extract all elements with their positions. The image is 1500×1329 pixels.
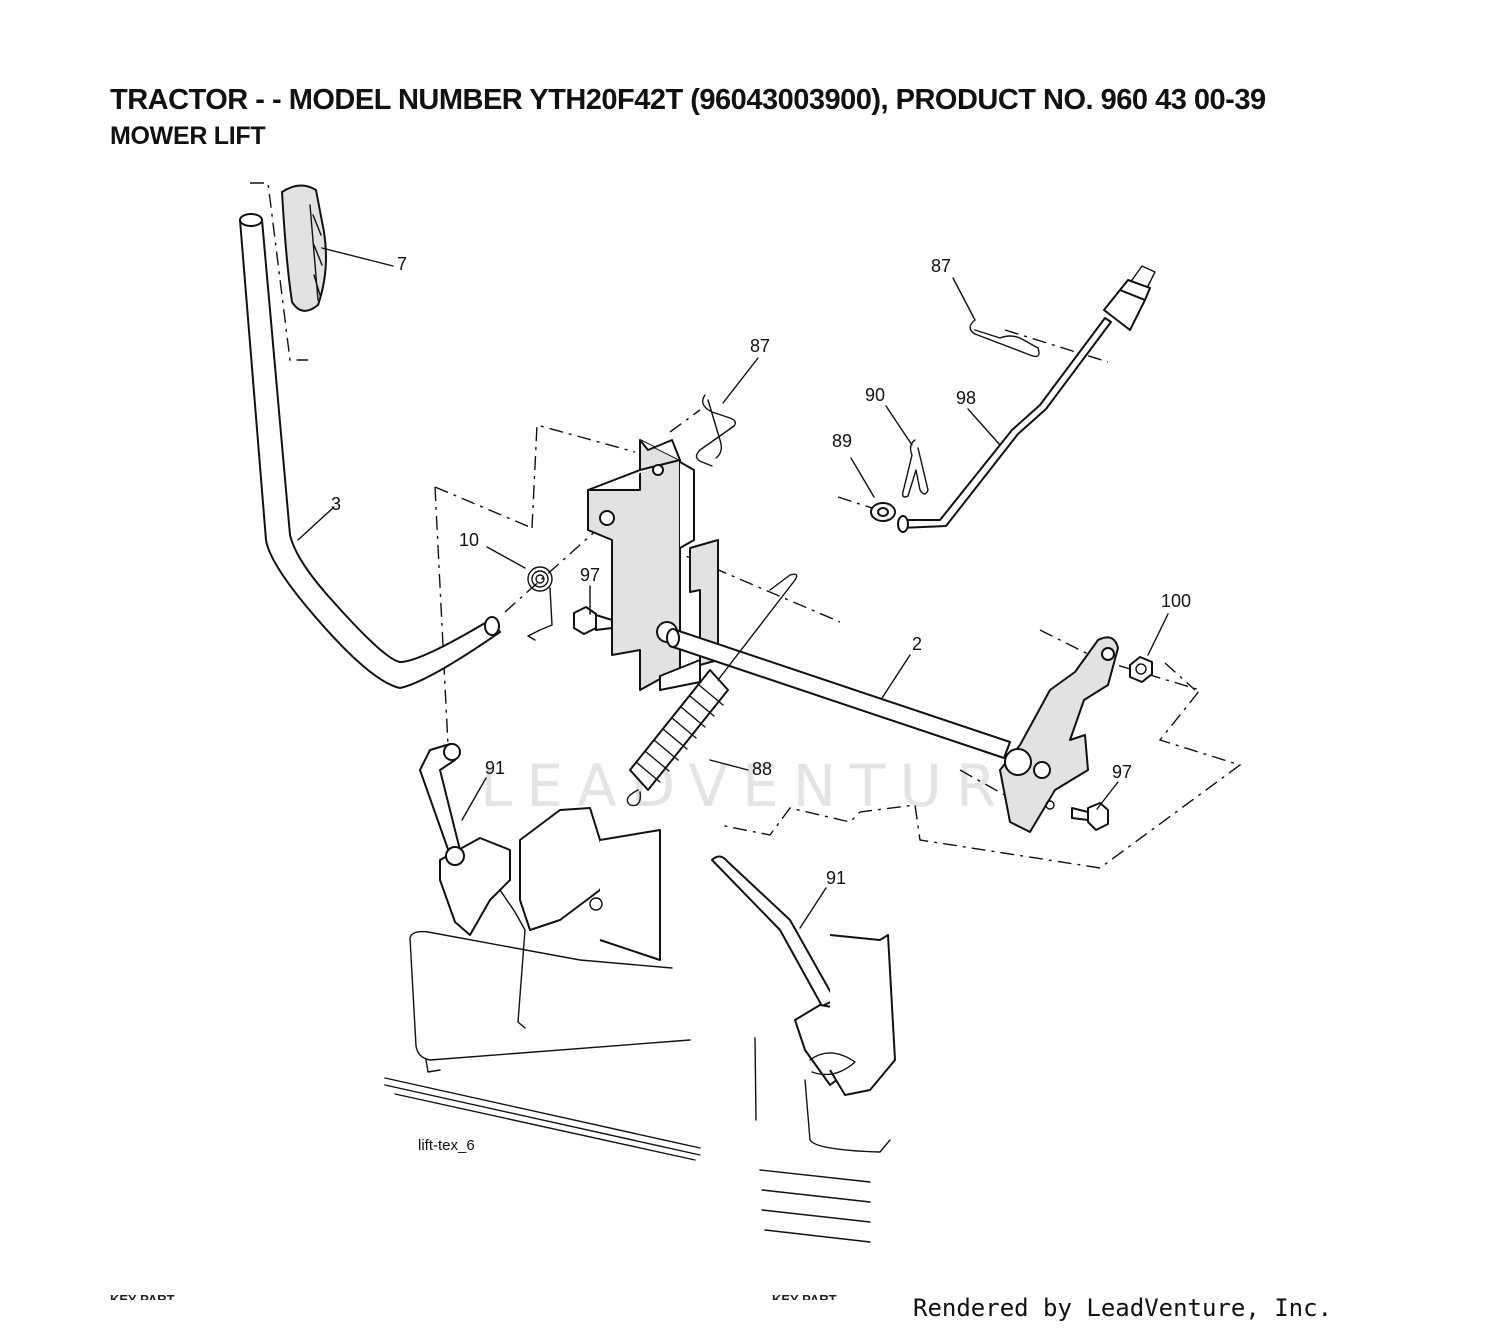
callout-87: 87 bbox=[750, 336, 770, 356]
lift-handle-grip bbox=[281, 184, 327, 312]
shoulder-bolt-left bbox=[573, 606, 613, 635]
callout-97: 97 bbox=[1112, 762, 1132, 782]
lift-arm-right bbox=[999, 636, 1119, 833]
callout-89: 89 bbox=[832, 431, 852, 451]
lift-bracket bbox=[587, 439, 719, 691]
callout-3: 3 bbox=[331, 494, 341, 514]
hairpin-cotter-upper bbox=[695, 394, 737, 467]
callout-91: 91 bbox=[826, 868, 846, 888]
figure-code: lift-tex_6 bbox=[418, 1137, 475, 1154]
callout-91: 91 bbox=[485, 758, 505, 778]
callout-90: 90 bbox=[865, 385, 885, 405]
lift-link-right bbox=[711, 855, 836, 1007]
assembly-lines bbox=[250, 182, 1242, 869]
callout-98: 98 bbox=[956, 388, 976, 408]
extension-spring bbox=[626, 573, 798, 807]
deck-hanger-right bbox=[794, 934, 896, 1096]
mower-deck-right bbox=[754, 1037, 891, 1243]
lock-nut bbox=[1129, 656, 1153, 683]
callout-leaders bbox=[297, 247, 1169, 929]
rendered-by-text: Rendered by LeadVenture, Inc. bbox=[913, 1294, 1333, 1322]
torsion-spring bbox=[527, 566, 553, 641]
callout-88: 88 bbox=[752, 759, 772, 779]
flat-washer bbox=[870, 502, 896, 522]
lift-lever bbox=[239, 213, 501, 689]
diagram-title: TRACTOR - - MODEL NUMBER YTH20F42T (9604… bbox=[110, 84, 1266, 116]
hairpin-cotter-right bbox=[969, 319, 1040, 358]
callout-87: 87 bbox=[931, 256, 951, 276]
diagram-subtitle: MOWER LIFT bbox=[110, 122, 266, 150]
key-part-header-right: KEY PART bbox=[772, 1292, 837, 1300]
callout-10: 10 bbox=[459, 530, 479, 550]
deck-hanger-left bbox=[439, 807, 661, 1029]
lift-shaft bbox=[666, 628, 1011, 759]
callout-100: 100 bbox=[1161, 591, 1191, 611]
callout-97: 97 bbox=[580, 565, 600, 585]
hairpin-cotter-small bbox=[901, 439, 929, 498]
adjustment-rod bbox=[897, 265, 1156, 533]
shoulder-bolt-right bbox=[1071, 802, 1109, 831]
callout-2: 2 bbox=[912, 634, 922, 654]
mower-deck-left bbox=[384, 930, 701, 1161]
key-part-header-left: KEY PART bbox=[110, 1292, 175, 1300]
callout-7: 7 bbox=[397, 254, 407, 274]
lift-link-left bbox=[419, 743, 461, 856]
